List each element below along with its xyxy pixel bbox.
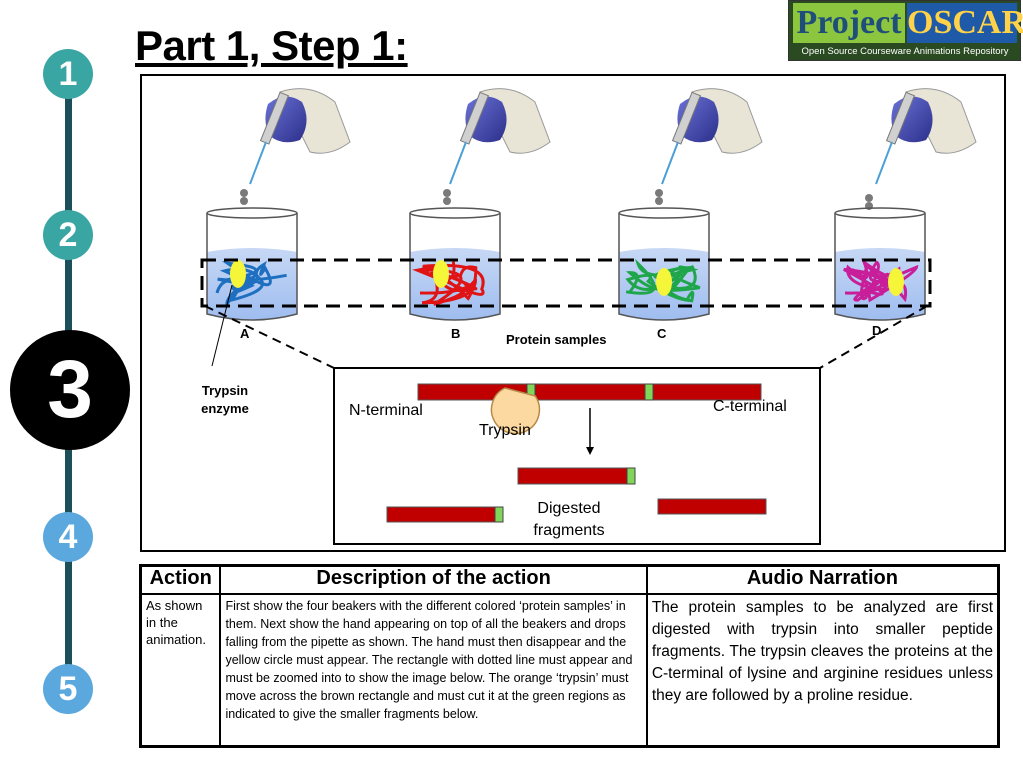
action-cell: As shown in the animation. — [139, 593, 222, 748]
beaker-d-label: D — [872, 323, 882, 338]
trypsin-enzyme-dot — [230, 260, 246, 288]
trypsin-pacman-icon — [490, 387, 541, 435]
pipette-hand-icon — [875, 88, 977, 185]
pipette-hand-icon — [249, 88, 351, 185]
zoom-guide-right — [819, 305, 928, 369]
protein-coil — [843, 258, 919, 303]
fragment — [386, 506, 496, 523]
c-terminal-label: C-terminal — [713, 398, 787, 415]
step-3-button-active[interactable]: 3 — [10, 330, 130, 450]
fragment — [657, 498, 767, 515]
digested-fragments-label: Digested fragments — [533, 500, 605, 539]
trypsin-enzyme-dot — [433, 260, 449, 288]
page-title: Part 1, Step 1: — [135, 22, 408, 69]
project-oscar-logo: Project OSCAR Open Source Courseware Ani… — [788, 0, 1023, 61]
n-terminal-label: N-terminal — [349, 402, 423, 419]
step-connector — [65, 258, 72, 334]
header-description: Description of the action — [219, 564, 648, 595]
down-arrow-head — [586, 447, 594, 455]
drops-icon — [240, 189, 873, 210]
animation-panel — [140, 74, 1006, 552]
protein-coil — [625, 258, 701, 303]
trypsin-enzyme-dot — [656, 268, 672, 296]
beaker-a — [206, 207, 298, 321]
cleavage-site — [644, 383, 654, 401]
step-1-button[interactable]: 1 — [43, 49, 93, 99]
zoom-guide-left — [204, 305, 335, 369]
description-cell: First show the four beakers with the dif… — [219, 593, 648, 748]
beaker-b — [409, 207, 501, 321]
trypsin-enzyme-label: Trypsin enzyme — [201, 383, 249, 416]
cleavage-site — [626, 467, 636, 485]
cleavage-site — [494, 506, 504, 523]
selection-rectangle — [200, 258, 932, 308]
beaker-c-label: C — [657, 326, 667, 341]
step-connector — [65, 560, 72, 666]
action-table: Action Description of the action Audio N… — [139, 564, 1000, 748]
header-audio: Audio Narration — [645, 564, 1000, 595]
header-action: Action — [139, 564, 222, 595]
trypsin-enzyme-dot — [888, 268, 904, 296]
step-2-button[interactable]: 2 — [43, 210, 93, 260]
step-connector — [65, 96, 72, 212]
logo-tagline: Open Source Courseware Animations Reposi… — [801, 46, 1009, 57]
step-5-button[interactable]: 5 — [43, 664, 93, 714]
audio-cell: The protein samples to be analyzed are f… — [645, 593, 1000, 748]
pipette-hand-icon — [449, 88, 551, 185]
beaker-d — [834, 207, 926, 321]
protein-coil — [215, 260, 287, 309]
pipette-hand-icon — [661, 88, 763, 185]
beaker-a-label: A — [240, 326, 250, 341]
fragment — [517, 467, 628, 485]
logo-word-project: Project — [793, 3, 905, 43]
beaker-b-label: B — [451, 326, 461, 341]
enzyme-pointer-line — [211, 284, 233, 367]
protein-strand — [417, 383, 762, 401]
protein-samples-label: Protein samples — [506, 332, 607, 347]
step-connector — [65, 447, 72, 514]
trypsin-label: Trypsin — [479, 422, 531, 439]
logo-word-oscar: OSCAR — [907, 3, 1023, 43]
step-4-button[interactable]: 4 — [43, 512, 93, 562]
beaker-c — [618, 207, 710, 321]
digestion-svg — [386, 383, 767, 523]
